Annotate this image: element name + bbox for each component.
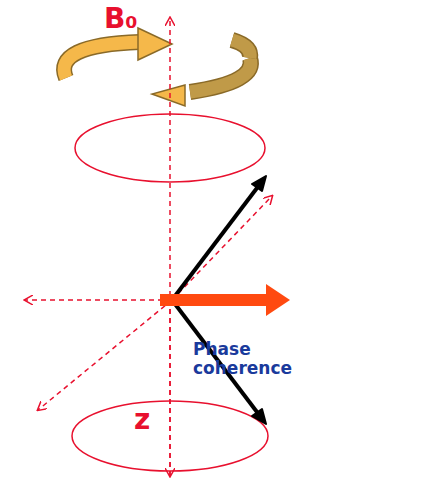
spin-vector-up — [172, 184, 260, 300]
rotation-arrows — [64, 28, 251, 106]
z-axis — [169, 18, 171, 476]
y-axis — [38, 300, 172, 410]
y-axis-upper — [172, 196, 272, 300]
field-label: B₀ — [104, 4, 138, 35]
axis-label: z — [134, 405, 150, 436]
net-magnetization — [160, 294, 270, 306]
z-axis-lower — [169, 300, 171, 476]
vector-label: Phase coherence — [193, 340, 305, 377]
x-axis — [25, 299, 172, 301]
